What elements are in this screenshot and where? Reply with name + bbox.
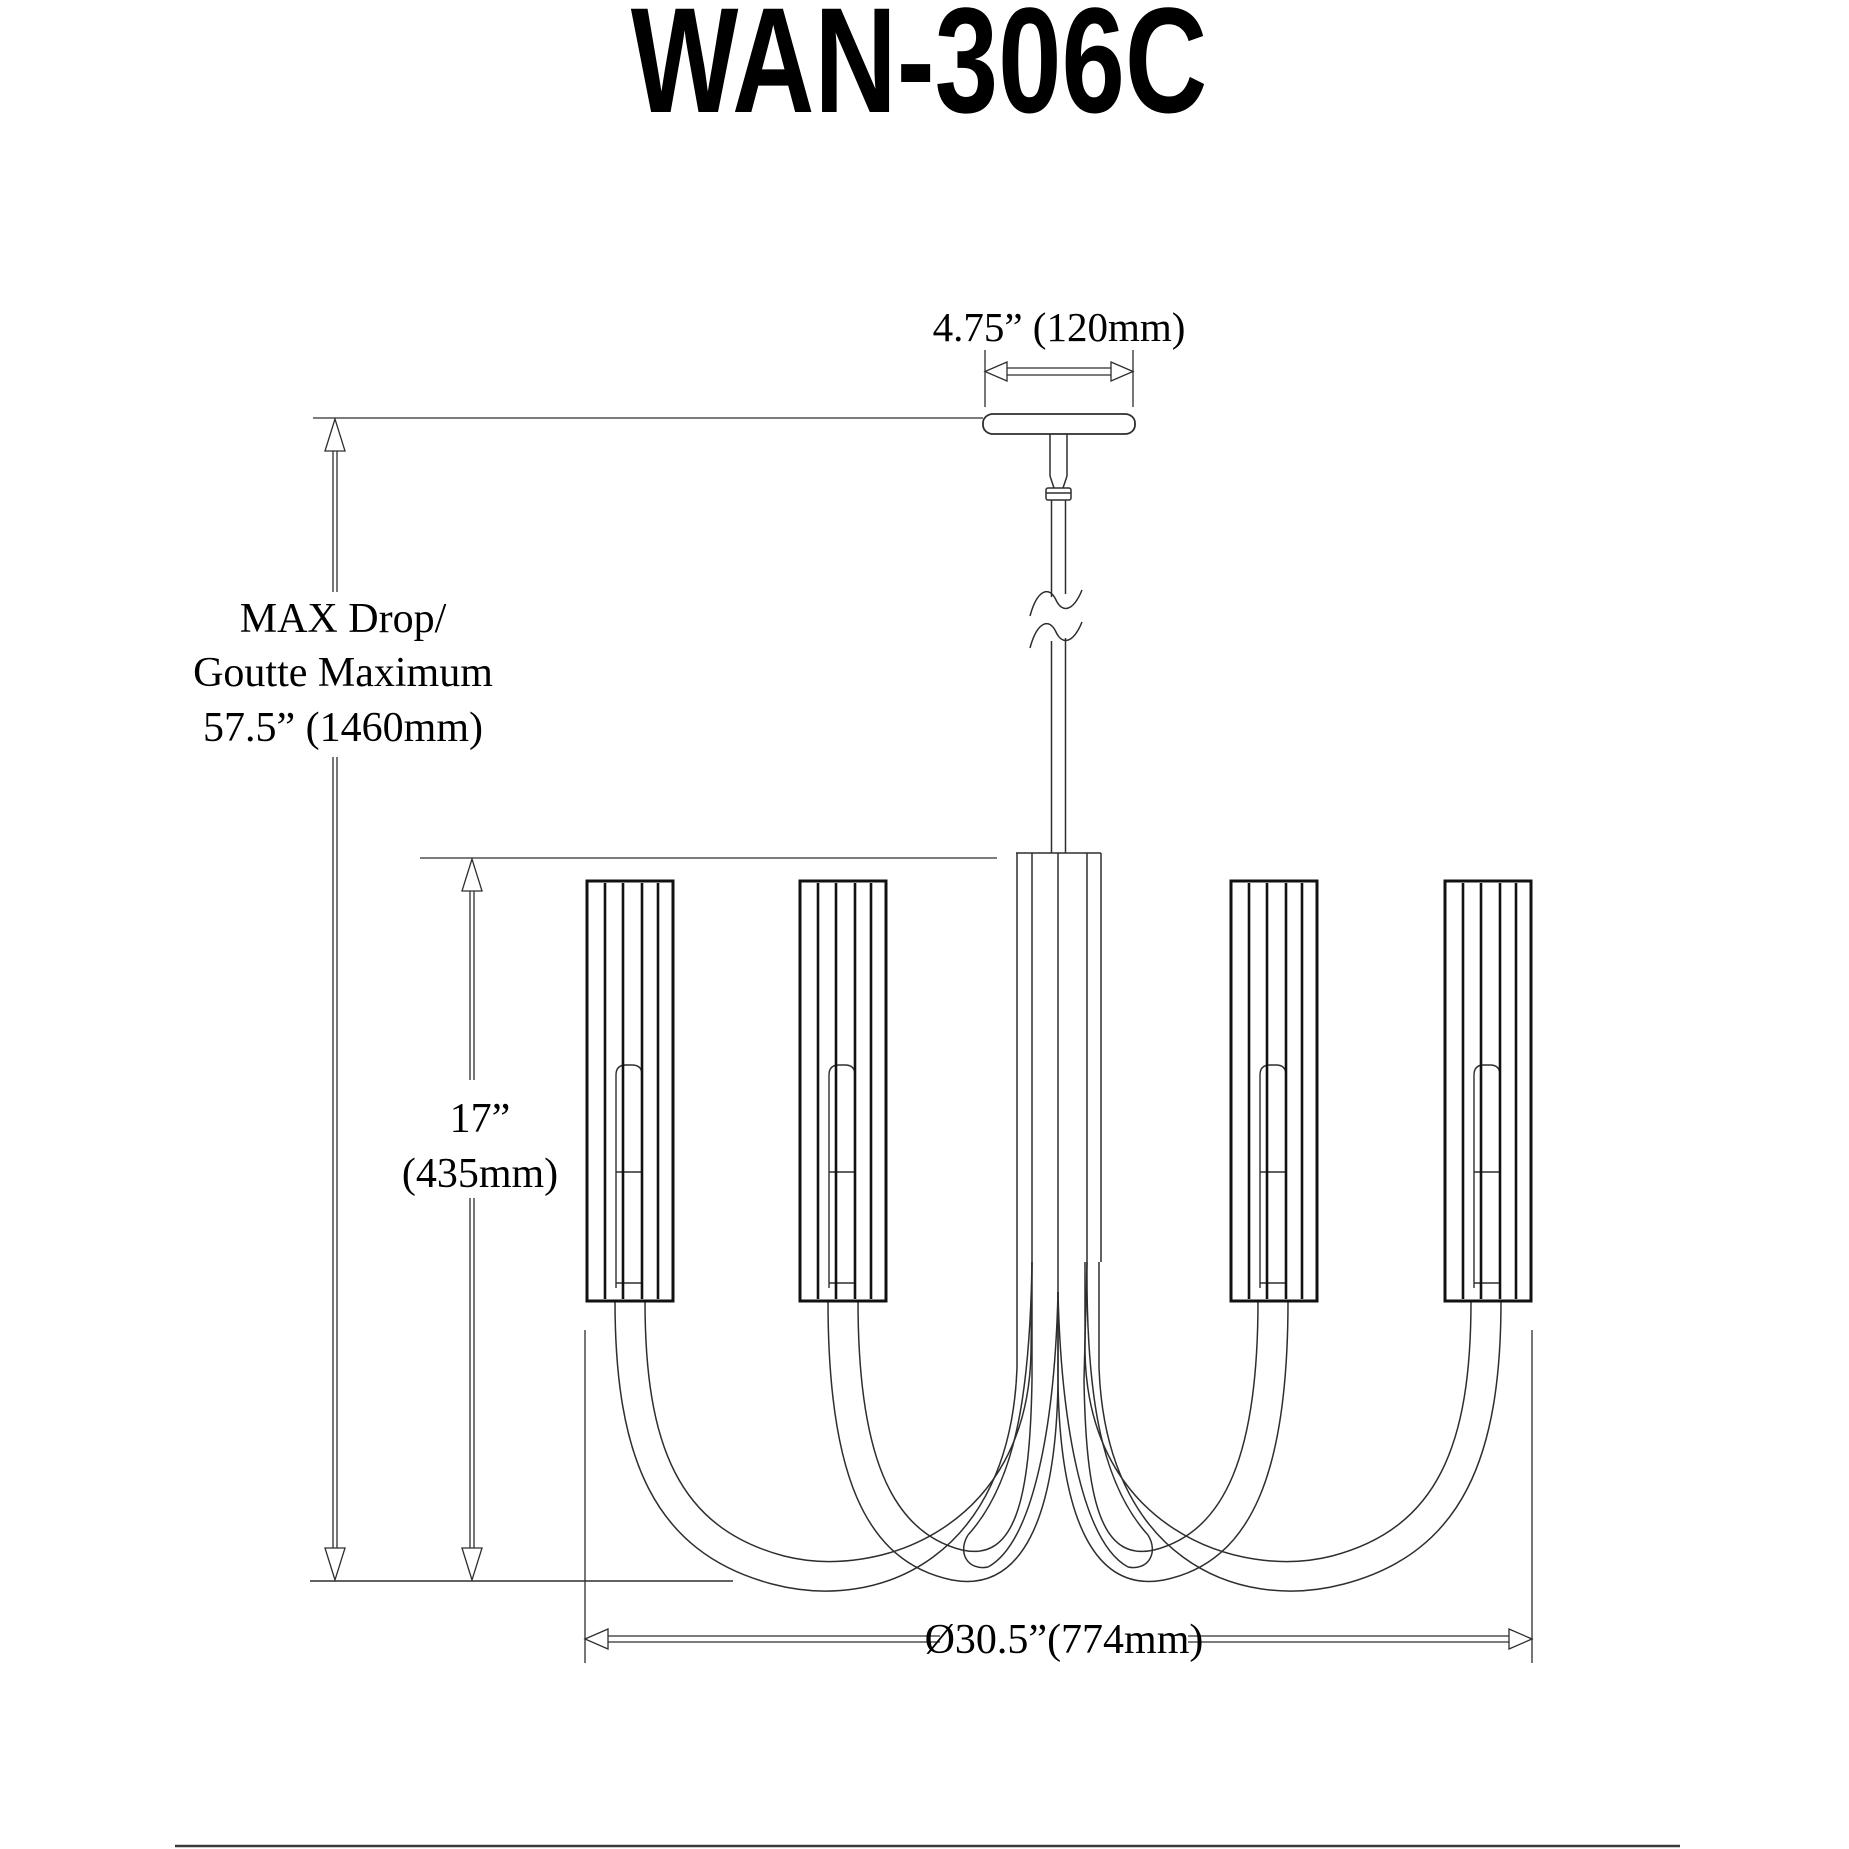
candle-sleeve xyxy=(615,1064,643,1288)
curved-arms xyxy=(614,1261,1502,1592)
ribbed-shade xyxy=(1443,879,1533,1303)
candle-sleeve xyxy=(828,1064,856,1288)
ribbed-shade xyxy=(585,879,675,1303)
shades xyxy=(585,879,1533,1303)
arrowhead-right xyxy=(1508,1628,1534,1650)
arrowhead-left xyxy=(583,1628,609,1650)
canopy-width-label: 4.75” (120mm) xyxy=(933,304,1186,350)
central-arm-bundle xyxy=(1016,852,1102,1292)
shade-height-label-2: (435mm) xyxy=(402,1151,558,1197)
ribbed-shade xyxy=(1229,879,1319,1303)
page-title: WAN-306C xyxy=(631,0,1207,145)
arrowhead-up xyxy=(461,856,483,892)
shade-height-label-1: 17” xyxy=(450,1096,511,1142)
rod-collar xyxy=(1045,487,1072,501)
max-drop-dimension xyxy=(313,416,983,1583)
ceiling-canopy xyxy=(982,413,1136,435)
length-break-symbol xyxy=(1029,621,1083,649)
canopy-width-dimension xyxy=(983,350,1135,407)
downrod-assembly xyxy=(1029,434,1083,853)
arrowhead-up xyxy=(324,416,346,452)
arrowhead-down xyxy=(461,1547,483,1583)
max-drop-label-3: 57.5” (1460mm) xyxy=(203,705,483,751)
shade-height-dimension xyxy=(420,856,997,1583)
length-break-symbol xyxy=(1029,589,1083,617)
max-drop-label-1: MAX Drop/ xyxy=(240,596,447,642)
max-drop-label-2: Goutte Maximum xyxy=(193,650,493,696)
candle-sleeve xyxy=(1259,1064,1287,1288)
arrowhead-left xyxy=(983,361,1008,382)
ribbed-shade xyxy=(798,879,888,1303)
diameter-dimension xyxy=(583,1330,1534,1663)
candle-sleeve xyxy=(1473,1064,1501,1288)
arrowhead-down xyxy=(324,1547,346,1583)
diameter-label: Ø30.5”(774mm) xyxy=(925,1617,1204,1663)
arrowhead-right xyxy=(1110,361,1135,382)
